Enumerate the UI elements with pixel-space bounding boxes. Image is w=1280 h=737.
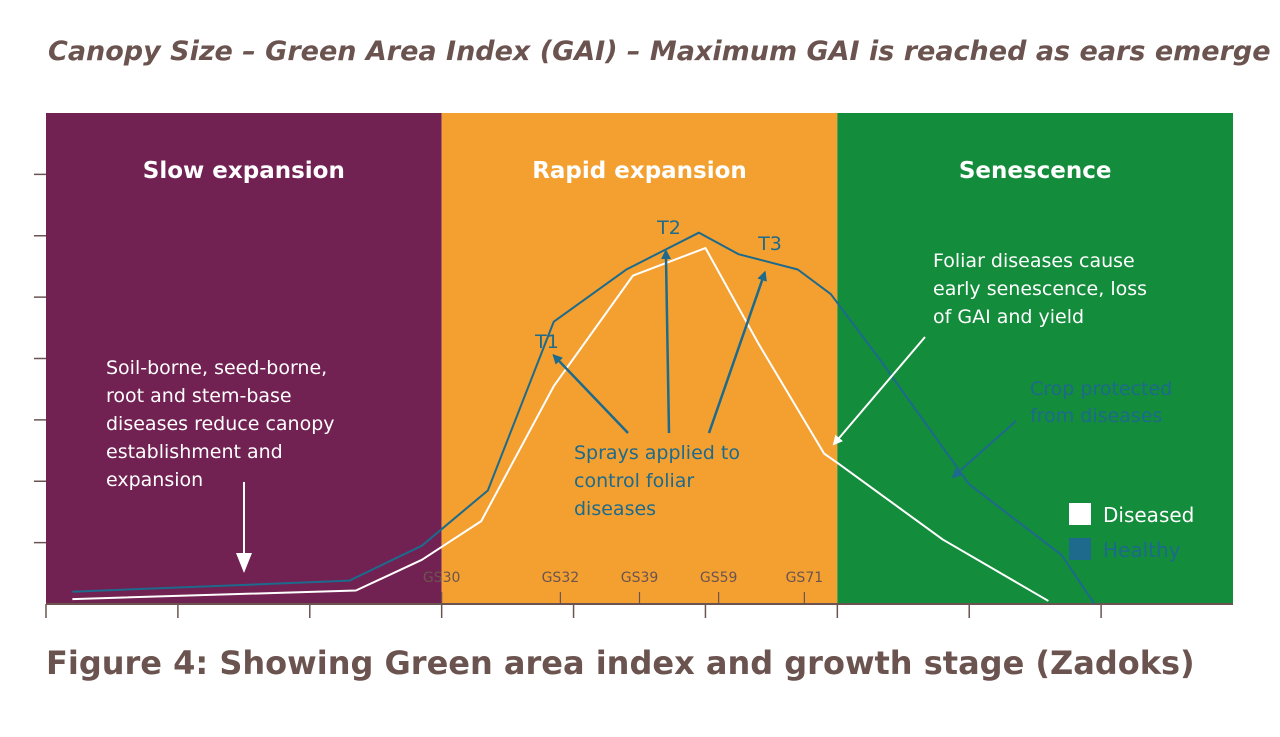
legend-swatch: [1069, 538, 1091, 560]
spray-arrow: [552, 353, 629, 434]
spray-label: T3: [757, 233, 782, 255]
spray-label: T2: [656, 217, 681, 239]
series-lines: [72, 231, 1096, 605]
phase-bands: Slow expansion Rapid expansion Senescence: [46, 113, 1233, 604]
gs-label: GS59: [700, 570, 738, 586]
legend-label: Diseased: [1103, 503, 1194, 527]
phase-label: Slow expansion: [143, 158, 345, 184]
phase-band-3: [837, 113, 1233, 604]
series-line-healthy: [72, 231, 1096, 605]
gs-label: GS39: [621, 570, 659, 586]
phase-label: Rapid expansion: [532, 158, 747, 184]
annotations: Soil-borne, seed-borne,root and stem-bas…: [106, 217, 1172, 573]
spray-arrow: [661, 249, 672, 434]
legend-label: Healthy: [1103, 538, 1181, 562]
gs-label: GS71: [786, 570, 824, 586]
foliar-arrow: [832, 336, 926, 446]
spray-label: T1: [534, 331, 559, 353]
phase-label: Senescence: [959, 158, 1112, 184]
gs-label: GS32: [542, 570, 580, 586]
page-title: Canopy Size – Green Area Index (GAI) – M…: [48, 36, 1271, 67]
figure-caption: Figure 4: Showing Green area index and g…: [46, 644, 1195, 682]
protected-arrow: [951, 420, 1017, 479]
legend-swatch: [1069, 503, 1091, 525]
gs-label: GS30: [423, 570, 461, 586]
phase-band-2: [441, 113, 838, 604]
series-line-diseased: [72, 247, 1049, 602]
spray-arrow: [707, 270, 767, 434]
growth-stage-labels: GS30 GS32 GS39 GS59 GS71: [423, 570, 823, 604]
annotation-slow-note: Soil-borne, seed-borne,root and stem-bas…: [106, 357, 335, 491]
